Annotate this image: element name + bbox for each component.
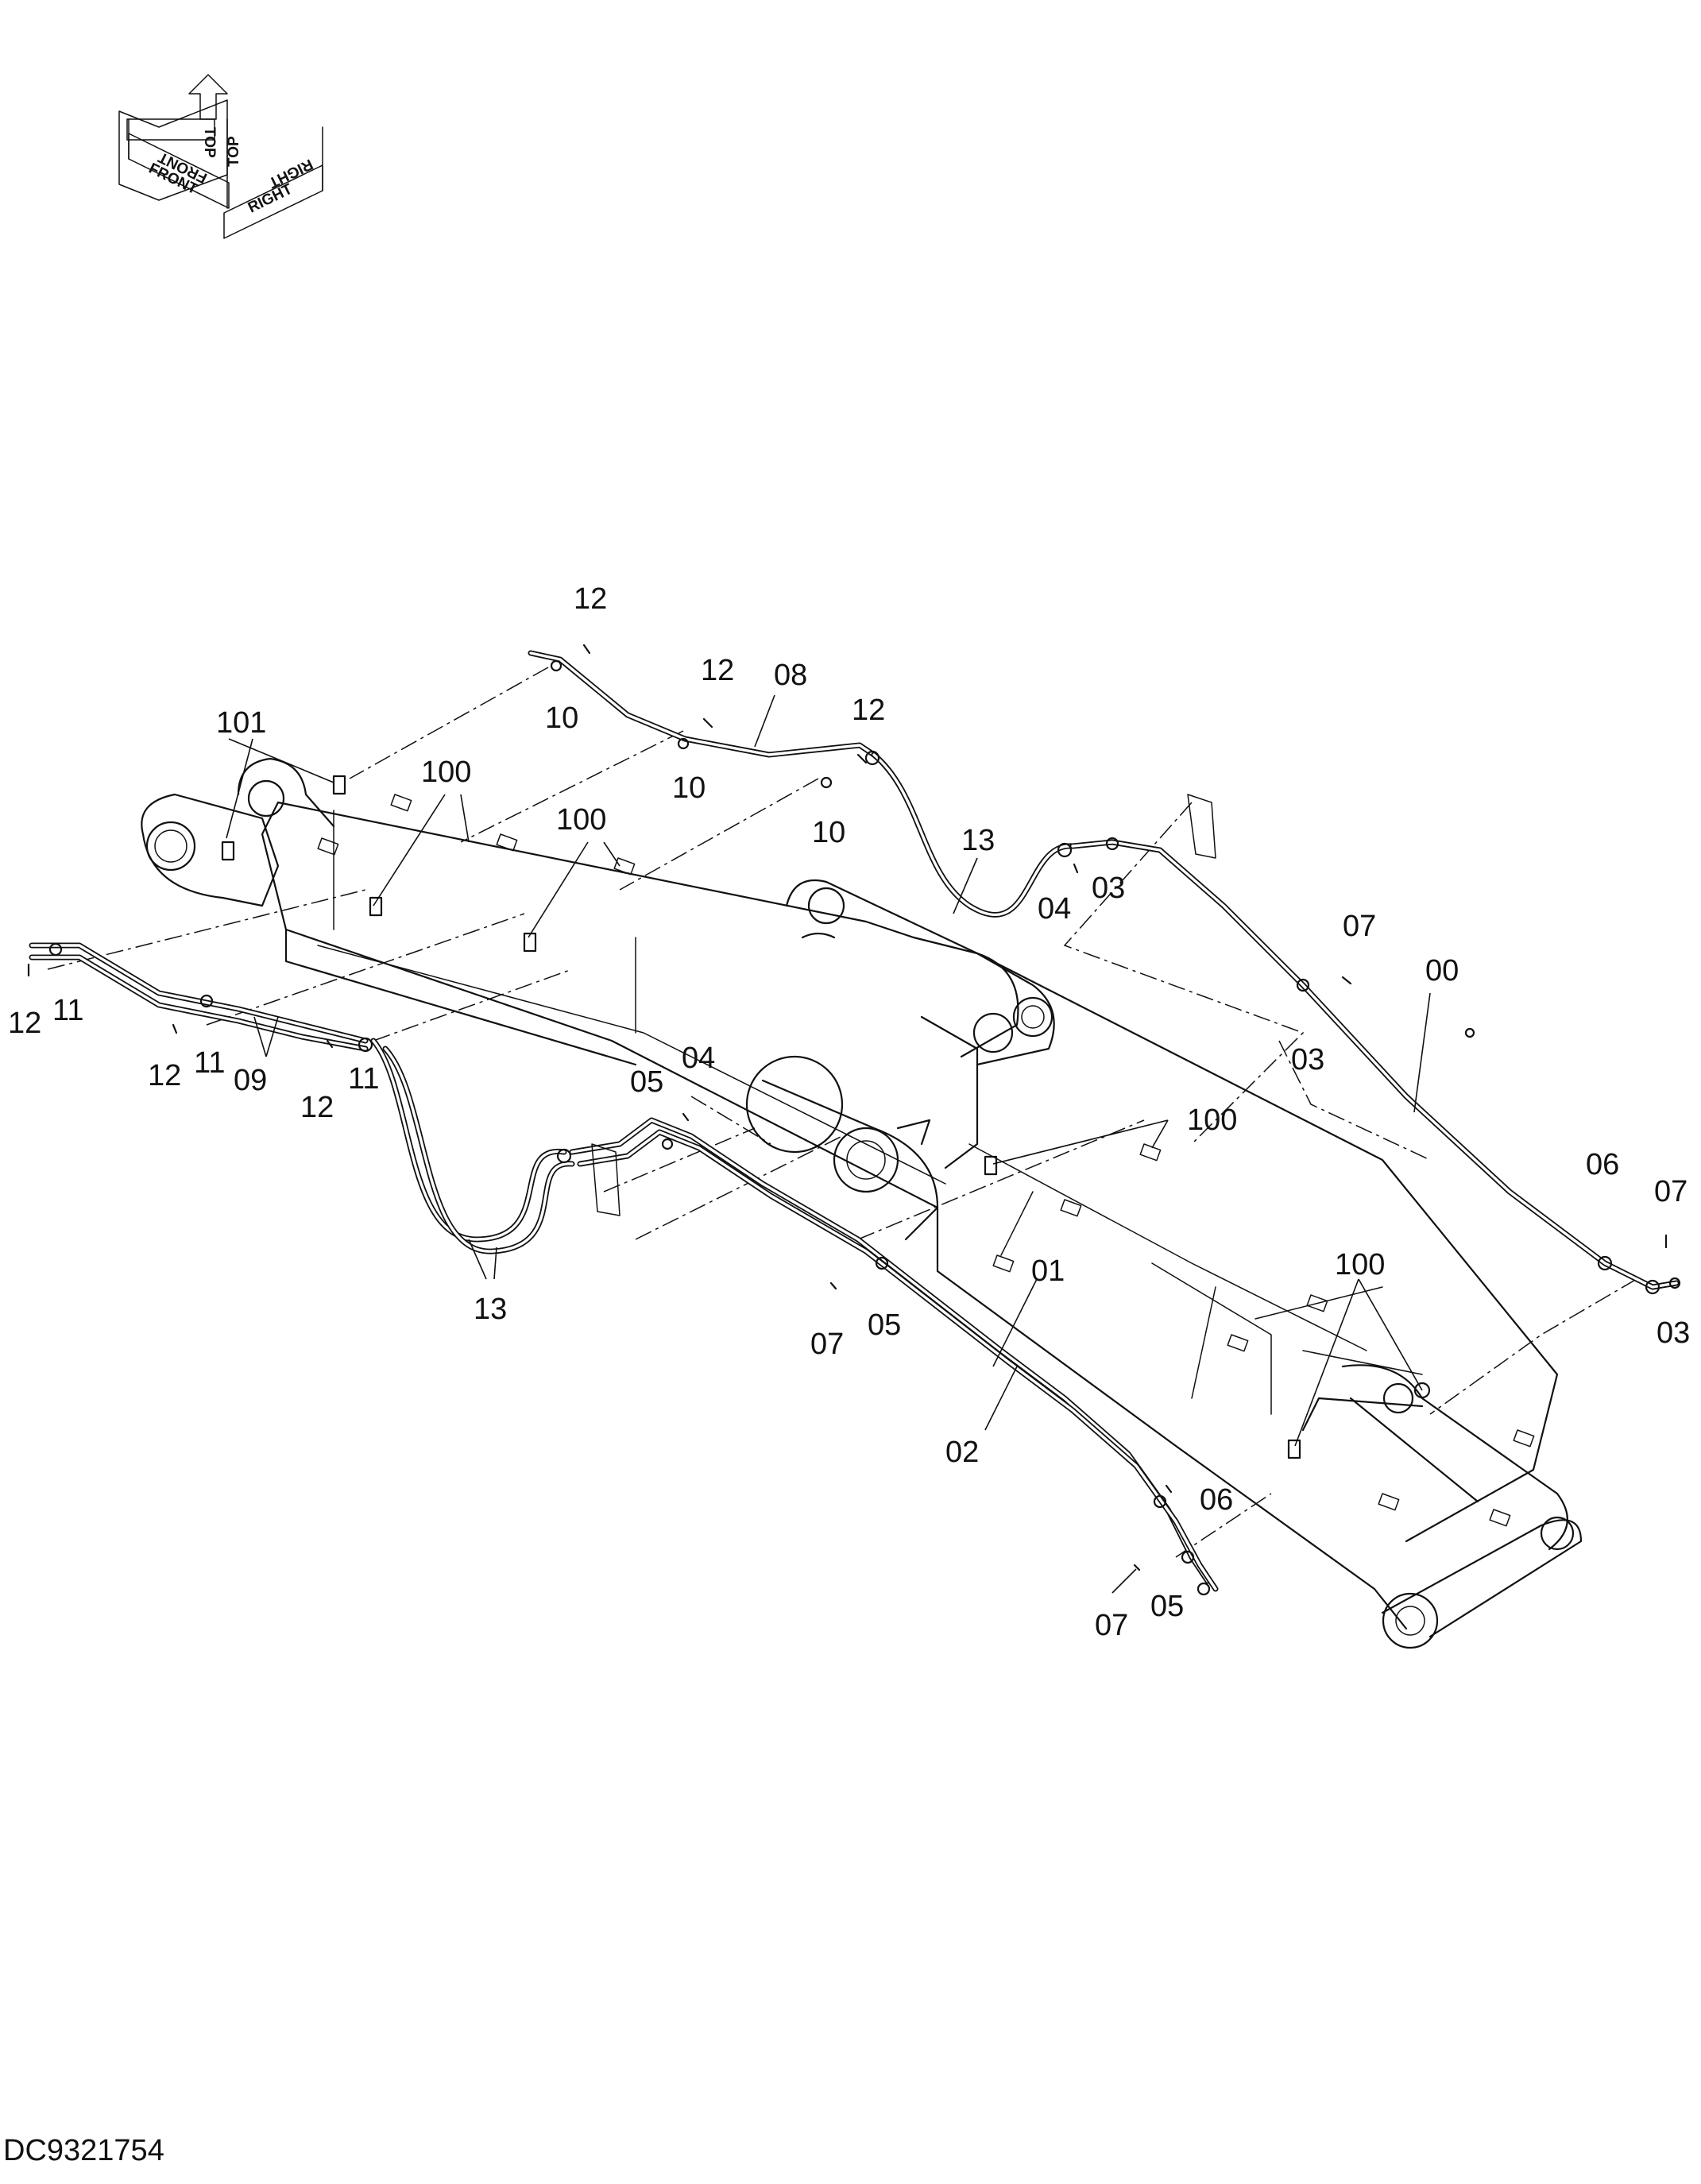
- callout-05-a: 05: [630, 1065, 663, 1099]
- callout-11-b: 11: [194, 1046, 225, 1080]
- callout-04-a: 04: [1038, 892, 1071, 926]
- callout-10-c: 10: [812, 816, 845, 849]
- callout-12-e: 12: [148, 1059, 181, 1092]
- orientation-symbol: FRONT FRONT TOP TOP RIGHT RIGHT: [118, 74, 323, 239]
- callout-13-a: 13: [961, 824, 995, 857]
- orientation-top-label: TOP: [201, 127, 218, 158]
- callout-100-c: 100: [1187, 1104, 1237, 1137]
- callout-100-b: 100: [556, 803, 606, 837]
- callout-09: 09: [234, 1064, 267, 1097]
- callout-06-a: 06: [1586, 1148, 1619, 1181]
- callout-12-d: 12: [8, 1007, 41, 1040]
- callout-13-b: 13: [474, 1293, 507, 1326]
- callout-01: 01: [1031, 1254, 1065, 1288]
- callout-leaders: [226, 694, 1431, 1594]
- callout-08: 08: [774, 659, 807, 692]
- callout-00: 00: [1425, 954, 1459, 988]
- callout-07-d: 07: [1095, 1609, 1128, 1642]
- callout-11-a: 11: [52, 994, 83, 1027]
- orientation-right-label: RIGHT: [245, 181, 296, 217]
- boom-structure: [141, 757, 1583, 1649]
- callout-12-a: 12: [574, 582, 607, 616]
- callout-03-b: 03: [1291, 1043, 1324, 1077]
- callout-03-c: 03: [1657, 1316, 1690, 1350]
- callout-12-c: 12: [852, 694, 885, 727]
- pipes-and-hoses: [27, 644, 1681, 1596]
- callout-05-c: 05: [1150, 1590, 1184, 1623]
- callout-05-b: 05: [868, 1308, 901, 1342]
- orientation-top-label-mirrored: TOP: [226, 136, 242, 167]
- orientation-right-label-mirrored: RIGHT: [265, 156, 315, 191]
- callout-12-b: 12: [701, 654, 734, 687]
- callout-labels: 00 01 02 03 03 03 04 04 05 05 05 06 06 0…: [8, 582, 1690, 1642]
- callout-12-f: 12: [300, 1091, 334, 1124]
- callout-04-b: 04: [682, 1042, 715, 1075]
- callout-10-a: 10: [545, 702, 578, 735]
- callout-100-a: 100: [421, 756, 471, 789]
- callout-02: 02: [945, 1436, 979, 1469]
- callout-100-d: 100: [1335, 1248, 1385, 1281]
- callout-07-a: 07: [1343, 910, 1376, 943]
- callout-11-c: 11: [348, 1062, 379, 1096]
- callout-06-b: 06: [1200, 1483, 1233, 1517]
- drawing-number: DC9321754: [3, 2134, 164, 2167]
- callout-07-b: 07: [1654, 1175, 1687, 1208]
- callout-101: 101: [216, 706, 266, 740]
- assembly-guide-lines: [47, 667, 1637, 1558]
- callout-07-c: 07: [810, 1328, 844, 1361]
- callout-03-a: 03: [1092, 872, 1125, 905]
- callout-10-b: 10: [672, 771, 706, 805]
